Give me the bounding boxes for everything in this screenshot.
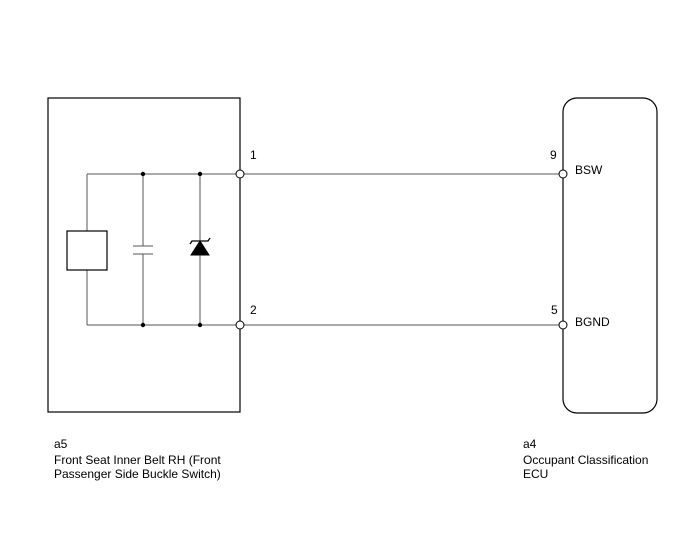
component-name-a5-line2: Passenger Side Buckle Switch) — [54, 467, 221, 481]
pin-label-right-top: 9 — [550, 148, 557, 162]
buckle-switch-box — [47, 97, 241, 413]
harness-wires — [244, 173, 559, 326]
terminal-a5-2 — [235, 320, 245, 330]
component-name-a4-line1: Occupant Classification — [523, 453, 649, 467]
signal-label-bgnd: BGND — [575, 315, 610, 329]
pin-label-right-bottom: 5 — [551, 303, 558, 317]
junction-dots — [140, 171, 203, 328]
zener-diode-icon — [189, 237, 211, 256]
component-code-a4: a4 — [523, 437, 537, 451]
terminal-a5-1 — [235, 169, 245, 179]
component-code-a5: a5 — [54, 437, 68, 451]
switch-internal-circuit — [86, 173, 236, 326]
terminal-a4-9 — [558, 169, 568, 179]
pin-label-left-bottom: 2 — [250, 303, 257, 317]
sensor-element-icon — [66, 230, 108, 271]
connector-terminals — [235, 169, 568, 330]
ecu-box — [562, 97, 658, 414]
capacitor-icon — [133, 245, 153, 255]
component-name-a5-line1: Front Seat Inner Belt RH (Front — [54, 453, 221, 467]
signal-label-bsw: BSW — [575, 163, 603, 177]
pin-label-left-top: 1 — [250, 148, 257, 162]
terminal-a4-5 — [558, 320, 568, 330]
component-name-a4-line2: ECU — [523, 467, 549, 481]
